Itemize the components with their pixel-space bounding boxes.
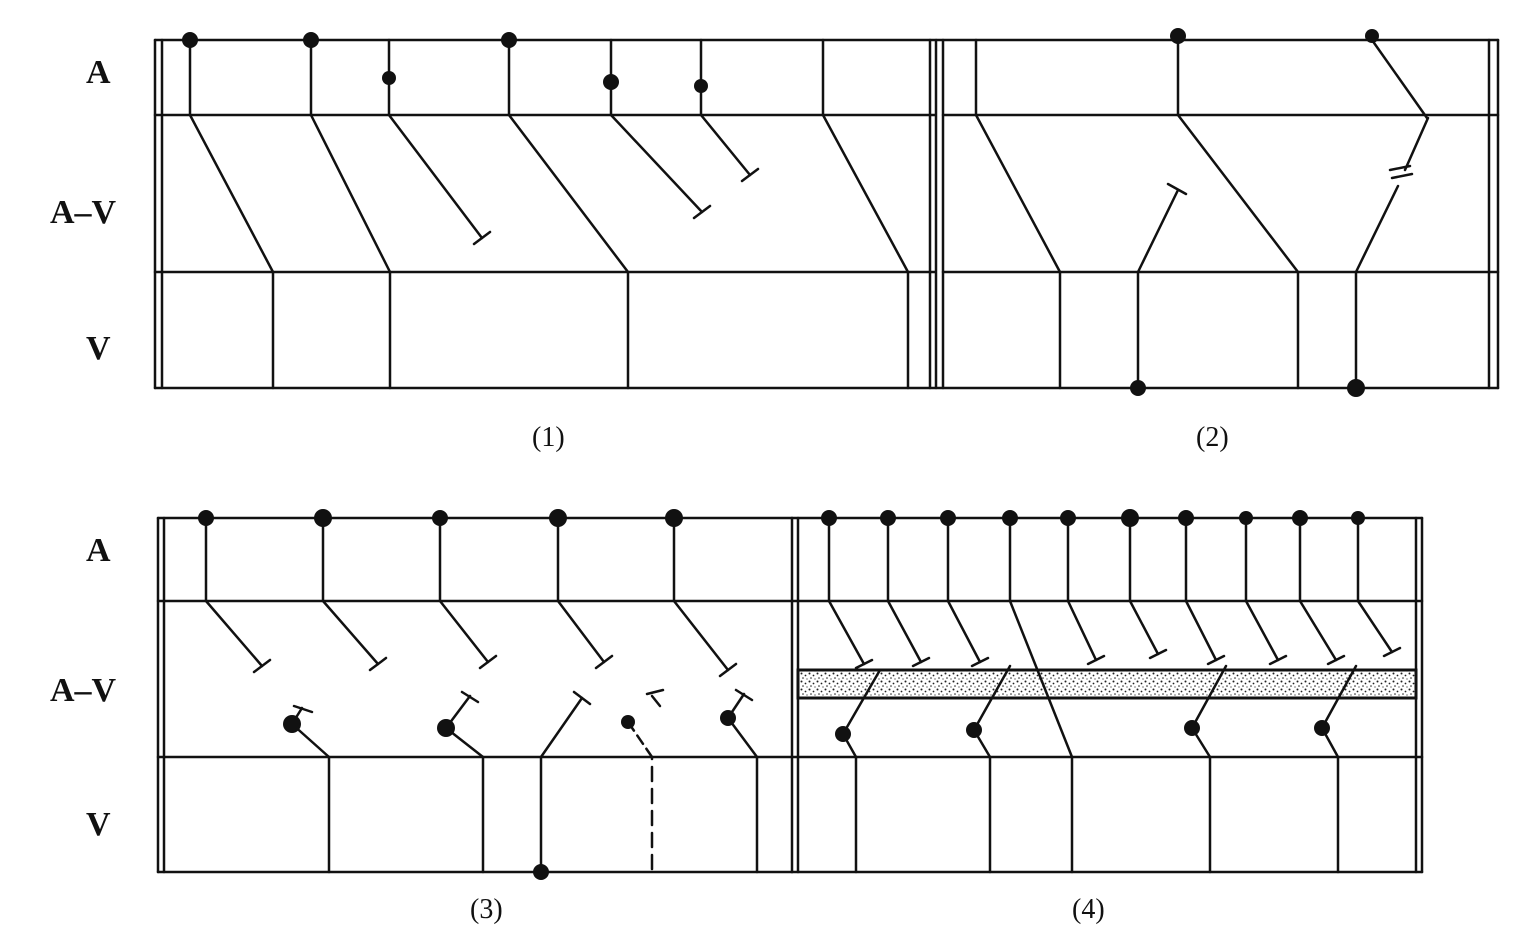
caption-panel-1: (1): [532, 422, 565, 453]
row-label-ventricle-top: V: [86, 330, 111, 367]
panel-2: [934, 28, 1500, 397]
panel-2-beats: [974, 38, 1300, 390]
panel-4-junctional-beats: [841, 664, 1358, 874]
row-label-ventricle-bottom: V: [86, 806, 111, 843]
panel-1-conducted-beats: [188, 38, 910, 390]
row-label-av-top: A–V: [50, 194, 117, 231]
panel-4-conducted-beat: [1008, 516, 1074, 874]
panel-1-blocked-beats: [387, 38, 760, 246]
panel-3: [156, 509, 794, 880]
panel-4-antegrade-blocked: [827, 516, 1402, 670]
panel-3-antegrade-blocked: [204, 516, 738, 678]
caption-panel-4: (4): [1072, 894, 1105, 925]
panel-3-frame: [156, 516, 794, 874]
panel-2-retrograde-beats: [1136, 38, 1430, 390]
panel-1-impulse-dots: [182, 32, 708, 93]
panel-3-junctional-beats: [290, 688, 759, 874]
panel-1: [153, 32, 938, 390]
panel-3-impulse-dots: [198, 509, 736, 880]
panel-2-impulse-dots: [1130, 28, 1379, 397]
delay-zone-band: [796, 668, 1418, 700]
panel-4: [790, 509, 1424, 874]
row-label-av-bottom: A–V: [50, 672, 117, 709]
panel-1-frame: [153, 38, 938, 390]
panel-2-frame: [934, 38, 1500, 390]
caption-panel-2: (2): [1196, 422, 1229, 453]
row-label-atrium-top: A: [86, 54, 111, 91]
panel-4-impulse-dots: [821, 509, 1365, 742]
caption-panel-3: (3): [470, 894, 503, 925]
row-label-atrium-bottom: A: [86, 532, 111, 569]
